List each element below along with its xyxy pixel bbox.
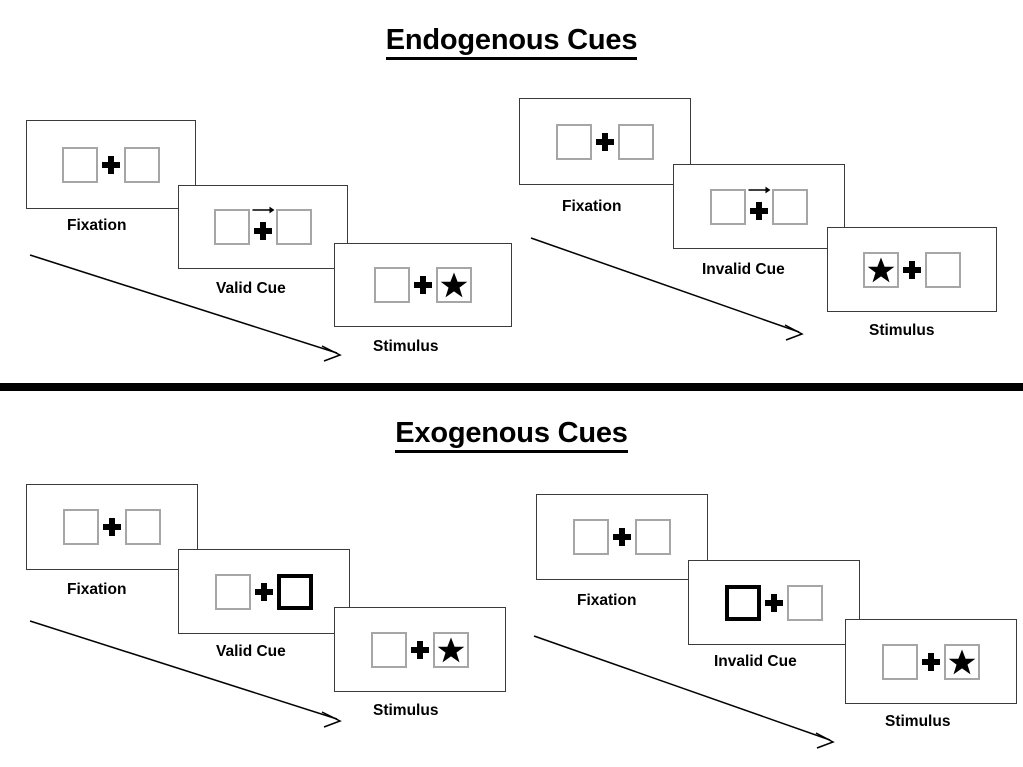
frame-exogenous-invalid-fixation[interactable] — [536, 494, 708, 580]
fixation-cross — [98, 147, 124, 183]
right-box — [124, 146, 160, 183]
frame-content — [537, 495, 707, 579]
frame-endogenous-invalid-cue[interactable] — [673, 164, 845, 249]
frame-label-endogenous-valid-stimulus: Stimulus — [373, 338, 439, 355]
left-box — [556, 123, 592, 160]
right-box-cued — [277, 573, 313, 610]
frame-content — [335, 244, 511, 326]
frame-exogenous-invalid-stimulus[interactable] — [845, 619, 1017, 704]
section-title-endogenous-text: Endogenous Cues — [385, 24, 637, 60]
frame-content — [520, 99, 690, 184]
frame-label-exogenous-invalid-stimulus: Stimulus — [885, 713, 951, 730]
left-box — [62, 146, 98, 183]
right-box — [635, 519, 671, 555]
arrow-right-icon — [252, 206, 275, 214]
frame-label-exogenous-valid-fixation: Fixation — [67, 581, 127, 598]
left-box — [863, 251, 899, 288]
frame-content — [846, 620, 1016, 703]
fixation-cross — [410, 267, 436, 303]
frame-content — [674, 165, 844, 248]
frame-label-exogenous-valid-cue: Valid Cue — [216, 643, 286, 660]
star-icon — [437, 637, 465, 662]
frame-endogenous-invalid-fixation[interactable] — [519, 98, 691, 185]
frame-label-endogenous-invalid-stimulus: Stimulus — [869, 322, 935, 339]
fixation-cross — [407, 632, 433, 668]
right-box — [618, 123, 654, 160]
fixation-cross — [918, 644, 944, 680]
frame-exogenous-valid-cue[interactable] — [178, 549, 350, 634]
frame-label-endogenous-invalid-fixation: Fixation — [562, 198, 622, 215]
right-box — [433, 631, 469, 668]
fixation-cross — [761, 585, 787, 621]
right-box — [125, 509, 161, 545]
frame-content — [689, 561, 859, 644]
right-box — [944, 643, 980, 680]
frame-endogenous-valid-fixation[interactable] — [26, 120, 196, 209]
fixation-cross — [251, 574, 277, 610]
section-title-exogenous-text: Exogenous Cues — [395, 417, 628, 453]
left-box — [573, 519, 609, 555]
fixation-cross — [250, 206, 276, 245]
frame-endogenous-valid-cue[interactable] — [178, 185, 348, 269]
left-box-cued — [725, 584, 761, 621]
frame-exogenous-valid-fixation[interactable] — [26, 484, 198, 570]
frame-label-endogenous-invalid-cue: Invalid Cue — [702, 261, 785, 278]
star-icon — [440, 272, 468, 298]
left-box — [710, 188, 746, 225]
left-box — [215, 573, 251, 610]
fixation-cross — [899, 252, 925, 288]
frame-label-endogenous-valid-cue: Valid Cue — [216, 280, 286, 297]
frame-exogenous-invalid-cue[interactable] — [688, 560, 860, 645]
fixation-cross — [746, 186, 772, 225]
star-icon — [867, 257, 895, 282]
right-box — [787, 584, 823, 621]
frame-content — [27, 121, 195, 208]
frame-label-endogenous-valid-fixation: Fixation — [67, 217, 127, 234]
left-box — [371, 631, 407, 668]
left-box — [374, 267, 410, 303]
frame-content — [179, 550, 349, 633]
flow-arrow-exogenous-invalid — [533, 635, 835, 749]
left-box — [882, 643, 918, 680]
frame-endogenous-invalid-stimulus[interactable] — [827, 227, 997, 312]
frame-content — [179, 186, 347, 268]
arrow-right-icon — [748, 186, 771, 193]
fixation-cross — [609, 519, 635, 555]
section-divider — [0, 383, 1023, 391]
section-title-endogenous: Endogenous Cues — [0, 24, 1023, 60]
fixation-cross — [99, 509, 125, 545]
right-box — [925, 251, 961, 288]
frame-content — [335, 608, 505, 691]
section-title-exogenous: Exogenous Cues — [0, 417, 1023, 453]
frame-content — [27, 485, 197, 569]
frame-label-exogenous-invalid-fixation: Fixation — [577, 592, 637, 609]
left-box — [63, 509, 99, 545]
right-box — [436, 267, 472, 303]
frame-label-exogenous-valid-stimulus: Stimulus — [373, 702, 439, 719]
frame-exogenous-valid-stimulus[interactable] — [334, 607, 506, 692]
fixation-cross — [592, 124, 618, 160]
frame-content — [828, 228, 996, 311]
left-box — [214, 209, 250, 245]
star-icon — [948, 649, 976, 674]
frame-endogenous-valid-stimulus[interactable] — [334, 243, 512, 327]
frame-label-exogenous-invalid-cue: Invalid Cue — [714, 653, 797, 670]
right-box — [772, 188, 808, 225]
right-box — [276, 209, 312, 245]
